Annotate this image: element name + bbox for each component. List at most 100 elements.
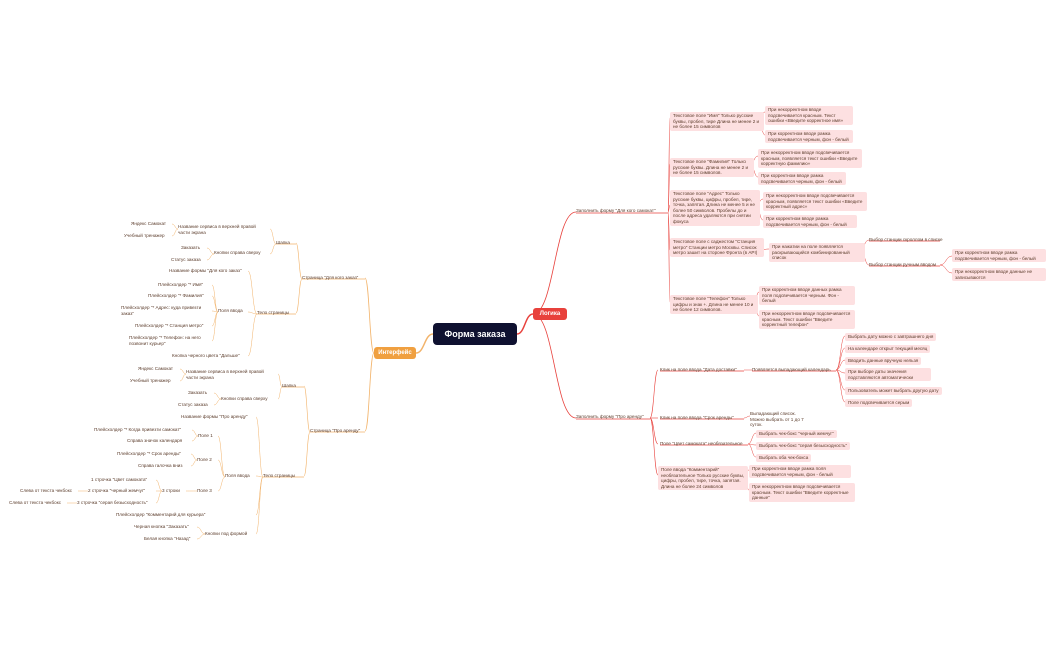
root-node[interactable]: Форма заказа [433, 323, 517, 345]
p2-fields[interactable]: Поля ввода [225, 473, 250, 478]
date-rule-1[interactable]: Выбрать дату можно с завтрашнего дня [845, 333, 937, 341]
p2-body[interactable]: Тело страницы [263, 473, 296, 478]
comment-ok[interactable]: При корректном вводе рамка поля подсвечи… [749, 465, 851, 479]
logic-branch[interactable]: Логика [533, 308, 567, 320]
p2-yandex-samokat[interactable]: Яндекс Самокат [138, 366, 174, 371]
p1-ph-address[interactable]: Плейсхолдер "* Адрес: куда привезти зака… [121, 305, 202, 316]
connector [277, 386, 283, 400]
calendar-appears[interactable]: Появляется выпадающий календарь [752, 367, 831, 372]
metro-field[interactable]: Текстовое поле с саджестом "Станция метр… [670, 238, 764, 257]
metro-bad[interactable]: При некорректном вводе данные не записыв… [952, 268, 1046, 282]
connector [295, 278, 303, 314]
connector [211, 284, 219, 313]
metro-ok[interactable]: При корректном вводе рамка подсвечиваетс… [952, 249, 1046, 263]
p1-form-name[interactable]: Название формы "Для кого заказ" [169, 268, 242, 273]
p2-form-name[interactable]: Название формы "Про аренду" [181, 414, 248, 419]
metro-dropdown[interactable]: При нажатии на поле появляется раскрываю… [769, 243, 865, 262]
comment-error[interactable]: При некорректном вводе подсвечивается кр… [749, 483, 855, 502]
p2-header[interactable]: Шапка [282, 383, 296, 388]
term-dropdown[interactable]: Выпадающий список. Можно выбрать от 1 до… [750, 411, 804, 428]
address-ok[interactable]: При корректном вводе рамка подсвечиваетс… [763, 215, 857, 229]
connector [835, 359, 846, 371]
surname-field[interactable]: Текстовое поле "Фамилия" Только русские … [670, 158, 754, 177]
name-error[interactable]: При некорректном вводе подсвечивается кр… [765, 106, 853, 125]
p2-bottom-buttons[interactable]: Кнопки под формой [205, 531, 248, 536]
p1-trainer[interactable]: Учебный тренажер [124, 233, 165, 238]
checkbox-grey[interactable]: Выбрать чек-бокс "серая безысходность" [756, 442, 851, 450]
p1-ph-surname[interactable]: Плейсхолдер "* Фамилия" [148, 293, 204, 298]
p1-next-button[interactable]: Кнопка черного цвета "Дальше" [172, 353, 240, 358]
p2-ph-when[interactable]: Плейсхолдер "* Когда привезти самокат" [94, 427, 182, 432]
p1-top-buttons[interactable]: Кнопки справа сверху [214, 250, 261, 255]
connector [747, 443, 757, 458]
p1-order[interactable]: Заказать [181, 245, 201, 250]
surname-ok[interactable]: При корректном вводе рамка подсвечиваетс… [758, 172, 846, 186]
p1-service-name[interactable]: Название сервиса в верхней правой части … [178, 224, 256, 235]
p2-three-lines[interactable]: 3 строки [162, 488, 180, 493]
p2-checkbox-note-1[interactable]: Слева от текста чекбокс [20, 488, 73, 493]
interface-branch[interactable]: Интерфейс [374, 347, 416, 359]
connector [247, 270, 258, 315]
p1-ph-name[interactable]: Плейсхолдер "* Имя" [158, 282, 204, 287]
p1-fields[interactable]: Поля ввода [218, 308, 243, 313]
logic-form-rent[interactable]: Заполнить форму "Про аренду" [576, 414, 644, 419]
p2-status[interactable]: Статус заказа [178, 402, 208, 407]
p2-line-2[interactable]: 2 строчка "черный жемчуг" [88, 488, 146, 493]
phone-field[interactable]: Текстовое поле "Телефон" Только цифры и … [670, 295, 758, 314]
logic-form-for-whom[interactable]: Заполнить форму "Для кого самокат" [576, 208, 656, 213]
connector [171, 223, 179, 230]
name-field[interactable]: Текстовое поле "Имя" Только русские букв… [670, 112, 764, 131]
connector [303, 431, 311, 477]
page-for-whom[interactable]: Страница "Для кого заказ" [302, 275, 359, 280]
date-rule-4[interactable]: При выборе даты значения подставляются а… [845, 368, 931, 382]
date-field-click[interactable]: Клик на поле ввода "Дата доставки" [660, 367, 737, 372]
connector [743, 415, 751, 419]
p2-order[interactable]: Заказать [188, 390, 208, 395]
color-field[interactable]: Поле "Цвет самоката" необязательное [660, 441, 743, 446]
p1-ph-phone[interactable]: Плейсхолдер "* Телефон: на него позвонит… [129, 335, 201, 346]
connector [939, 264, 953, 274]
p2-chevron-note[interactable]: Справа галочка вниз [138, 463, 183, 468]
p1-body[interactable]: Тело страницы [257, 310, 290, 315]
connector [649, 417, 659, 476]
date-rule-3[interactable]: Вводить данные вручную нельзя [845, 357, 922, 365]
phone-ok[interactable]: При корректном вводе данных рамка поля п… [759, 286, 855, 305]
date-rule-6[interactable]: Поле подсвечивается серым [845, 399, 913, 407]
connector [269, 228, 277, 245]
p1-yandex-samokat[interactable]: Яндекс Самокат [131, 221, 167, 226]
phone-error[interactable]: При некорректном вводе подсвечивается кр… [759, 310, 855, 329]
p2-calendar-icon-note[interactable]: Справа значок календаря [127, 438, 183, 443]
address-field[interactable]: Текстовое поле "Адрес" Только русские бу… [670, 190, 760, 226]
p2-checkbox-note-2[interactable]: Слева от текста чекбокс [9, 500, 62, 505]
checkbox-both[interactable]: Выбрать оба чек-бокса [756, 454, 812, 462]
p2-line-3[interactable]: 3 строчка "серая безысходность" [77, 500, 148, 505]
name-ok[interactable]: При корректном вводе рамка подсвечиваетс… [765, 130, 853, 144]
connector [649, 417, 659, 445]
connector [649, 369, 659, 419]
p1-header[interactable]: Шапка [276, 240, 290, 245]
p2-service-name[interactable]: Название сервиса в верхней правой части … [186, 369, 264, 380]
page-rent[interactable]: Страница "Про аренду" [310, 428, 361, 433]
checkbox-black[interactable]: Выбрать чек-бокс "черный жемчуг" [756, 430, 837, 438]
date-rule-5[interactable]: Пользователь может выбрать другую дату [845, 387, 942, 395]
p2-field-3[interactable]: Поле 3 [197, 488, 212, 493]
connector [277, 373, 283, 388]
p2-trainer[interactable]: Учебный тренажер [130, 378, 171, 383]
p2-top-buttons[interactable]: Кнопки справа сверху [221, 396, 268, 401]
p2-ph-term[interactable]: Плейсхолдер "* Срок аренды" [117, 451, 182, 456]
p2-back-button[interactable]: Белая кнопка "Назад" [144, 536, 191, 541]
term-field-click[interactable]: Клик на поле ввода "Срок аренды" [660, 415, 734, 420]
p2-line-1[interactable]: 1 строчка "Цвет самоката" [91, 477, 148, 482]
p1-status[interactable]: Статус заказа [171, 257, 201, 262]
comment-field[interactable]: Поле ввода "Комментарий" необязательное … [658, 466, 748, 491]
metro-scroll[interactable]: Выбор станции скроллом в списке [869, 237, 943, 242]
p2-field-1[interactable]: Поле 1 [198, 433, 213, 438]
p2-field-2[interactable]: Поле 2 [197, 457, 212, 462]
p1-ph-metro[interactable]: Плейсхолдер "* Станция метро" [135, 323, 204, 328]
surname-error[interactable]: При некорректном вводе подсвечивается кр… [758, 149, 862, 168]
date-rule-2[interactable]: На календаре открыт текущий месяц [845, 345, 931, 353]
p2-order-button[interactable]: Черная кнопка "Заказать" [134, 524, 189, 529]
p2-ph-comment[interactable]: Плейсхолдер "Комментарий для курьера" [116, 512, 206, 517]
address-error[interactable]: При некорректном вводе подсвечивается кр… [763, 192, 867, 211]
metro-manual[interactable]: Выбор станции ручным вводом [869, 262, 937, 267]
